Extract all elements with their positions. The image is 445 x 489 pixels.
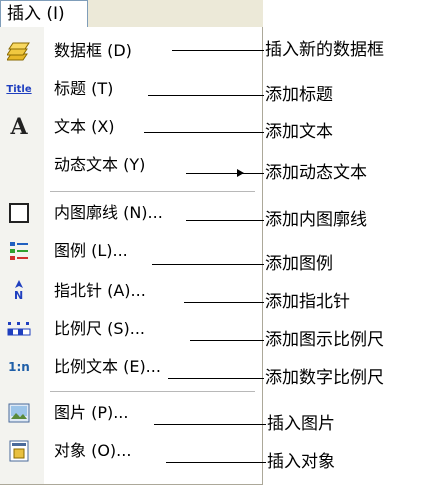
callout-line [190,340,264,341]
menu-item-data-frame[interactable]: 数据框 (D) [0,33,262,69]
callout-line [172,50,264,51]
text-icon-glyph: A [10,114,28,140]
callout-line [148,95,264,96]
menu-item-picture[interactable]: 图片 (P)... [0,395,262,431]
menu-item-title[interactable]: Title 标题 (T) [0,71,262,107]
callout-text: 添加文本 [265,122,333,142]
menu-item-neatline[interactable]: 内图廓线 (N)... [0,195,262,231]
callout-title: 添加标题 [265,85,333,105]
callout-scale-text: 添加数字比例尺 [265,368,384,388]
data-frame-icon [6,39,32,63]
menu-item-scale-bar[interactable]: 比例尺 (S)... [0,311,262,347]
menu-item-label: 内图廓线 (N)... [54,203,163,222]
callout-data-frame: 插入新的数据框 [265,40,384,60]
callout-object: 插入对象 [267,452,335,472]
text-icon: A [6,114,32,140]
menu-item-label: 指北针 (A)... [54,281,146,300]
menu-item-label: 数据框 (D) [54,41,132,60]
callout-line [144,132,264,133]
menu-separator [50,191,255,192]
insert-menu-title[interactable]: 插入 (I) [0,0,88,27]
callout-line [184,302,264,303]
menu-item-dynamic-text[interactable]: 动态文本 (Y) [0,147,262,183]
picture-icon [6,401,32,425]
scale-bar-icon [6,317,32,341]
callout-scale-bar: 添加图示比例尺 [265,330,384,350]
legend-icon [6,239,32,263]
callout-line [166,462,266,463]
menu-item-label: 比例文本 (E)... [54,357,161,376]
callout-dynamic-text: 添加动态文本 [265,163,367,183]
title-icon-text: Title [6,83,32,95]
north-arrow-icon: N [6,279,32,303]
neatline-icon [6,201,32,225]
callout-north-arrow: 添加指北针 [265,292,350,312]
callout-line [154,424,266,425]
menu-item-label: 比例尺 (S)... [54,319,145,338]
menu-item-north-arrow[interactable]: N 指北针 (A)... [0,273,262,309]
callout-line [168,378,264,379]
callout-line [152,264,264,265]
callout-picture: 插入图片 [267,414,335,434]
north-arrow-letter: N [14,289,24,302]
menu-item-label: 动态文本 (Y) [54,155,146,174]
callout-line [186,220,264,221]
menu-item-label: 图例 (L)... [54,241,128,260]
submenu-arrow-icon [237,169,244,177]
menu-item-label: 图片 (P)... [54,403,129,422]
callout-legend: 添加图例 [265,254,333,274]
menu-item-scale-text[interactable]: 1:n 比例文本 (E)... [0,349,262,385]
menu-item-text[interactable]: A 文本 (X) [0,109,262,145]
scale-text-glyph: 1:n [8,360,30,374]
title-icon: Title [6,77,32,101]
callout-neatline: 添加内图廓线 [265,210,367,230]
callout-line [186,173,264,174]
insert-menu-dropdown: 数据框 (D) Title 标题 (T) A 文本 (X) 动态文本 (Y) 内… [0,27,263,485]
menu-separator [50,391,255,392]
menu-bar: 插入 (I) [0,0,263,28]
menu-item-label: 对象 (O)... [54,441,132,460]
menu-item-label: 文本 (X) [54,117,115,136]
menu-item-legend[interactable]: 图例 (L)... [0,233,262,269]
object-icon [6,439,32,463]
menu-item-label: 标题 (T) [54,79,114,98]
scale-text-icon: 1:n [6,355,32,379]
menu-item-object[interactable]: 对象 (O)... [0,433,262,469]
